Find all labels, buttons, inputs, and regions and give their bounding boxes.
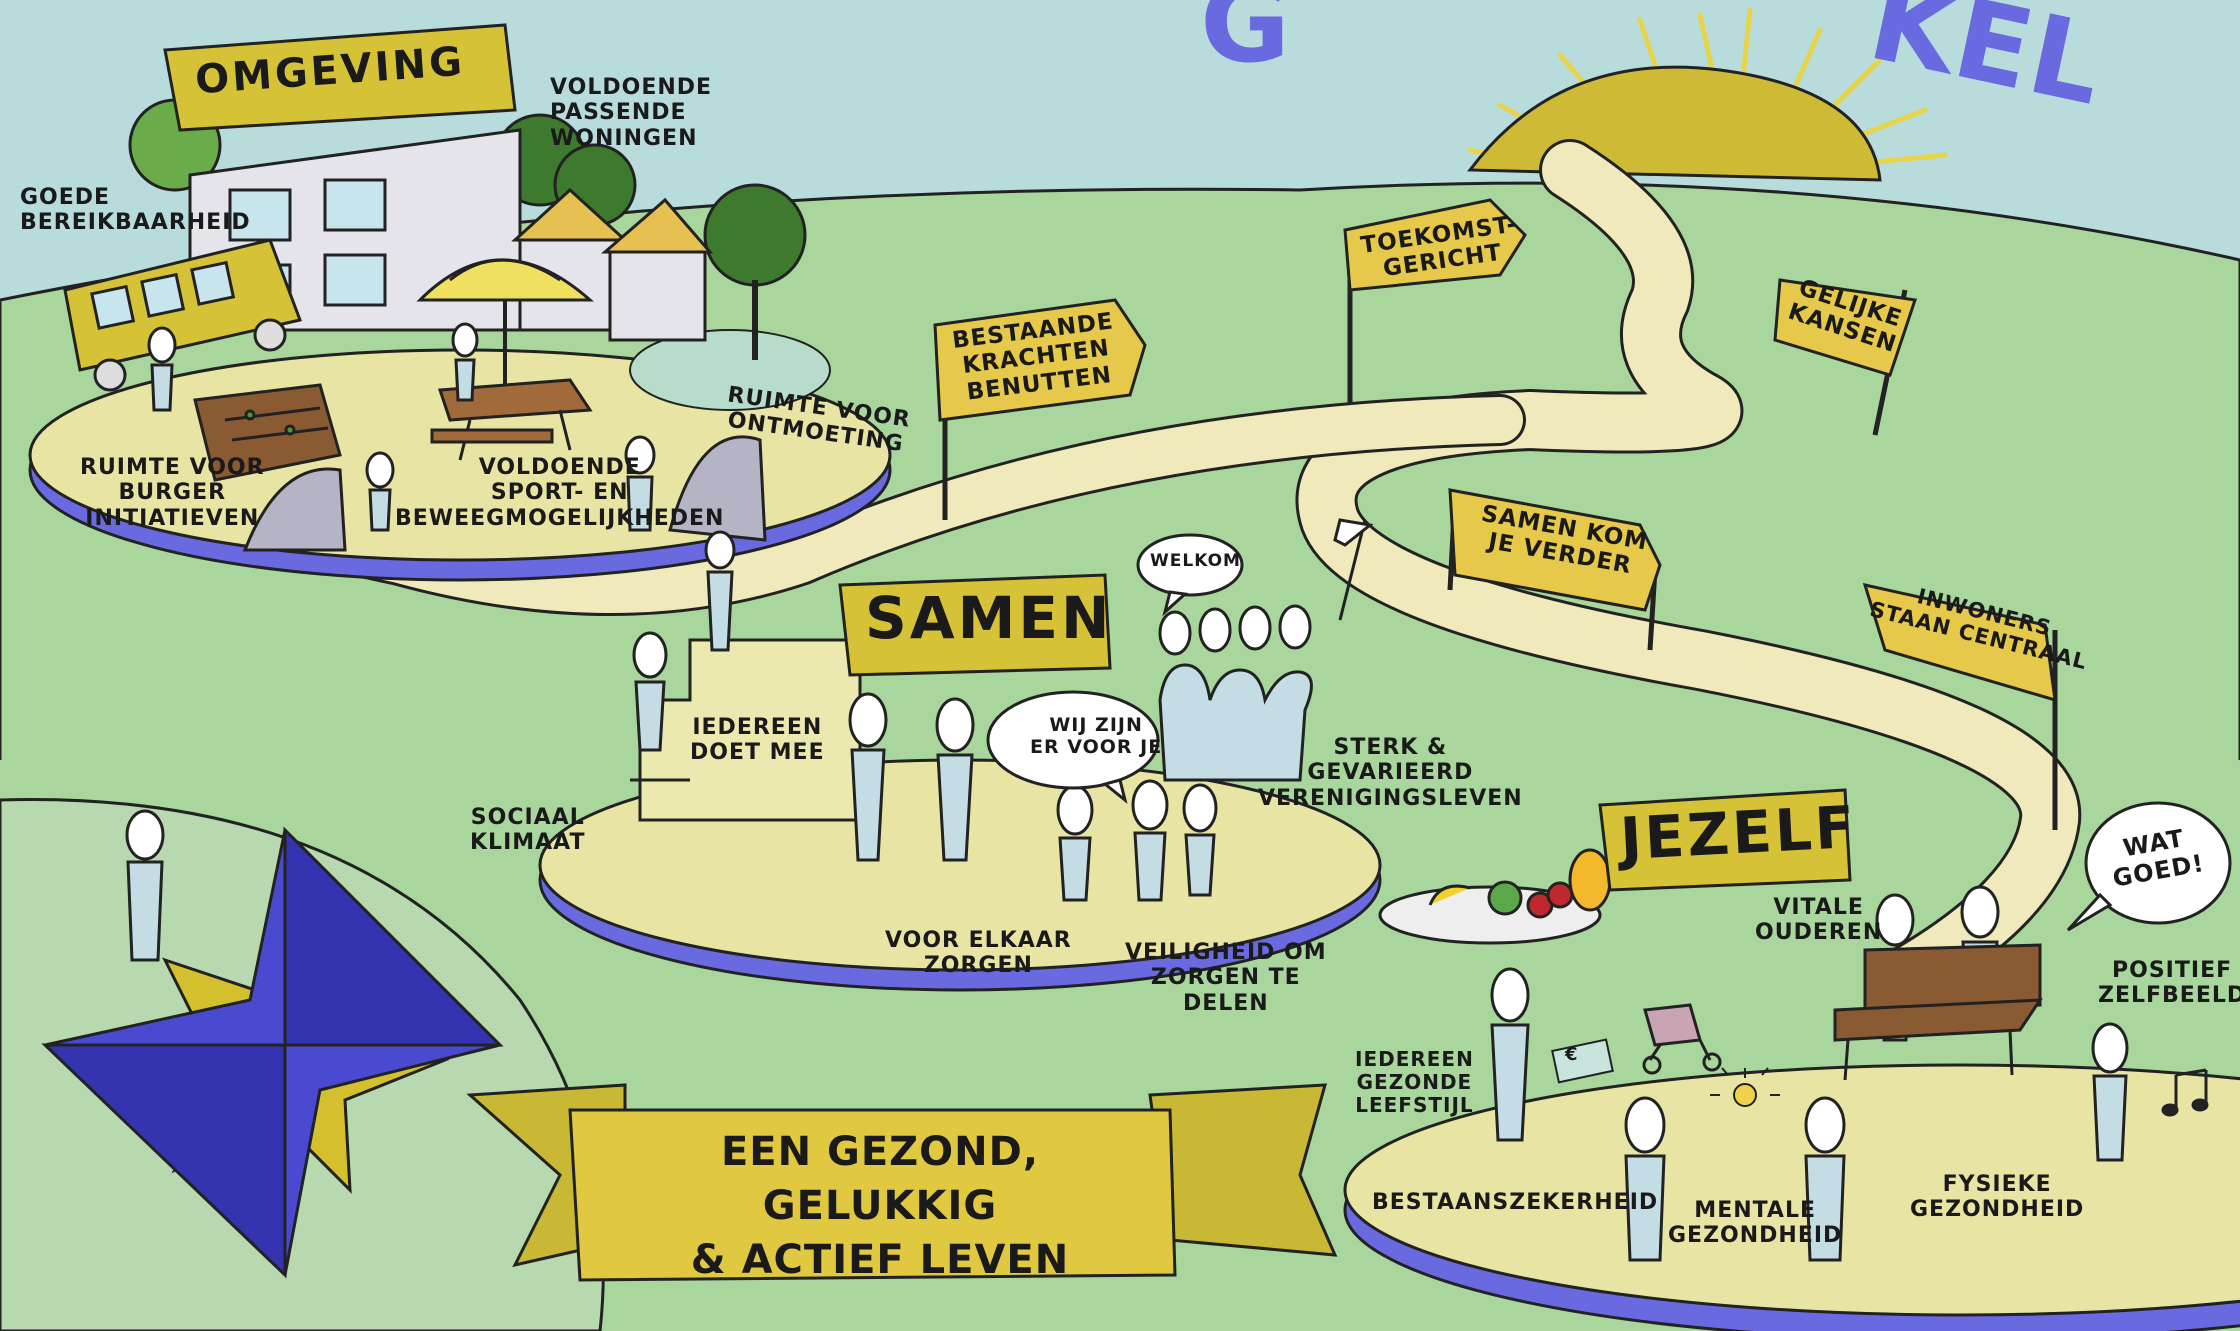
title-fragment-left: G xyxy=(1200,0,1292,87)
island-jezelf xyxy=(1343,1063,2240,1317)
sign-boards xyxy=(933,198,2058,830)
rollator-icon xyxy=(1642,1003,1722,1075)
compass-star-icon xyxy=(41,826,504,1279)
music-note-icon xyxy=(2161,1068,2209,1117)
label-euro: € xyxy=(1565,1044,1579,1065)
path-main xyxy=(1298,142,2079,1008)
garden-bed-icon xyxy=(193,383,342,482)
flag-icon xyxy=(1333,518,1374,621)
omgeving-board xyxy=(163,23,517,132)
bus-icon xyxy=(63,238,303,392)
bench-icon xyxy=(1833,943,2043,1081)
pond xyxy=(629,329,831,411)
label-bestaanszekerheid: BESTAANSZEKERHEID xyxy=(1372,1190,1659,1215)
greenhouse-icons xyxy=(242,435,767,552)
section-title-jezelf: JEZELF xyxy=(1618,792,1860,874)
speech-bubbles xyxy=(986,533,2232,932)
umbrella-icon xyxy=(416,258,594,461)
section-title-samen: SAMEN xyxy=(865,584,1113,652)
jezelf-board xyxy=(1598,788,1852,892)
crowd-icon xyxy=(1158,604,1313,782)
samen-board xyxy=(838,573,1112,677)
ribbon-banner xyxy=(466,1083,1338,1282)
mental-health-sun-icon xyxy=(1710,1067,1780,1107)
banner-text: EEN GEZOND, GELUKKIG & ACTIEF LEVEN xyxy=(690,1129,1070,1283)
money-icon xyxy=(1551,1038,1614,1084)
label-welkom: WELKOM xyxy=(1150,551,1241,571)
